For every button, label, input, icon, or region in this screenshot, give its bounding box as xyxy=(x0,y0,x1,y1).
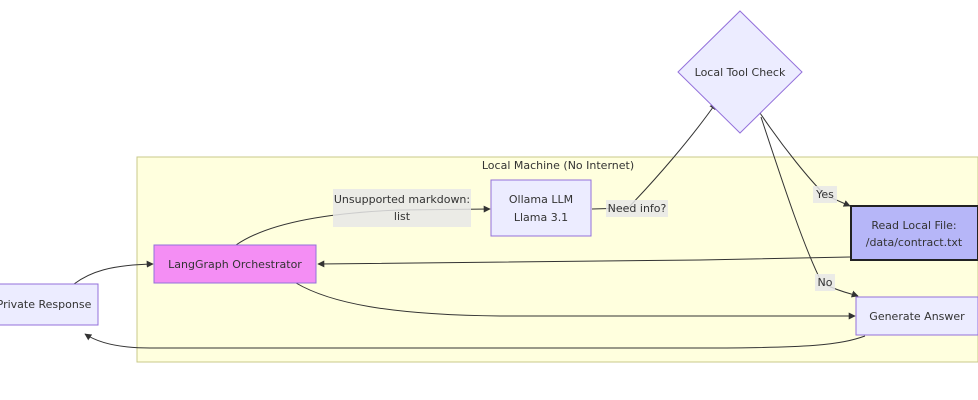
node-private-response-label: Private Response xyxy=(0,298,92,311)
edge-readfile-to-orchestrator xyxy=(317,256,851,268)
edge-orchestrator-to-generate xyxy=(295,282,856,320)
node-generate-answer[interactable]: Generate Answer xyxy=(855,296,978,336)
edge-private-to-orchestrator xyxy=(73,260,154,285)
node-private-response[interactable]: Private Response xyxy=(0,283,99,326)
node-ollama-line2: Llama 3.1 xyxy=(514,211,568,224)
edge-label-yes-text: Yes xyxy=(815,188,834,201)
edge-label-unsupported-line1: Unsupported markdown: xyxy=(334,193,470,206)
edge-label-need-info: Need info? xyxy=(606,200,668,217)
node-ollama[interactable]: Ollama LLM Llama 3.1 xyxy=(490,179,592,237)
node-read-file-line1: Read Local File: xyxy=(871,219,956,232)
edge-label-unsupported-line2: list xyxy=(394,210,411,223)
node-orchestrator[interactable]: LangGraph Orchestrator xyxy=(153,244,317,284)
edge-label-need-info-text: Need info? xyxy=(608,202,667,215)
cluster-label: Local Machine (No Internet) xyxy=(482,159,634,172)
node-orchestrator-label: LangGraph Orchestrator xyxy=(168,258,302,271)
node-ollama-line1: Ollama LLM xyxy=(509,193,573,206)
node-read-file-line2: /data/contract.txt xyxy=(866,236,963,249)
edges xyxy=(73,102,866,349)
edge-generate-to-private xyxy=(84,333,866,349)
node-tool-check-label: Local Tool Check xyxy=(695,66,786,79)
edge-toolcheck-to-generate xyxy=(760,116,859,298)
node-read-file[interactable]: Read Local File: /data/contract.txt xyxy=(850,205,978,261)
edge-label-no-text: No xyxy=(818,276,833,289)
edge-label-unsupported: Unsupported markdown: list xyxy=(333,189,471,227)
edge-label-yes: Yes xyxy=(813,186,837,203)
node-generate-answer-label: Generate Answer xyxy=(869,310,965,323)
node-tool-check[interactable]: Local Tool Check xyxy=(677,10,803,134)
edge-label-no: No xyxy=(815,274,835,291)
